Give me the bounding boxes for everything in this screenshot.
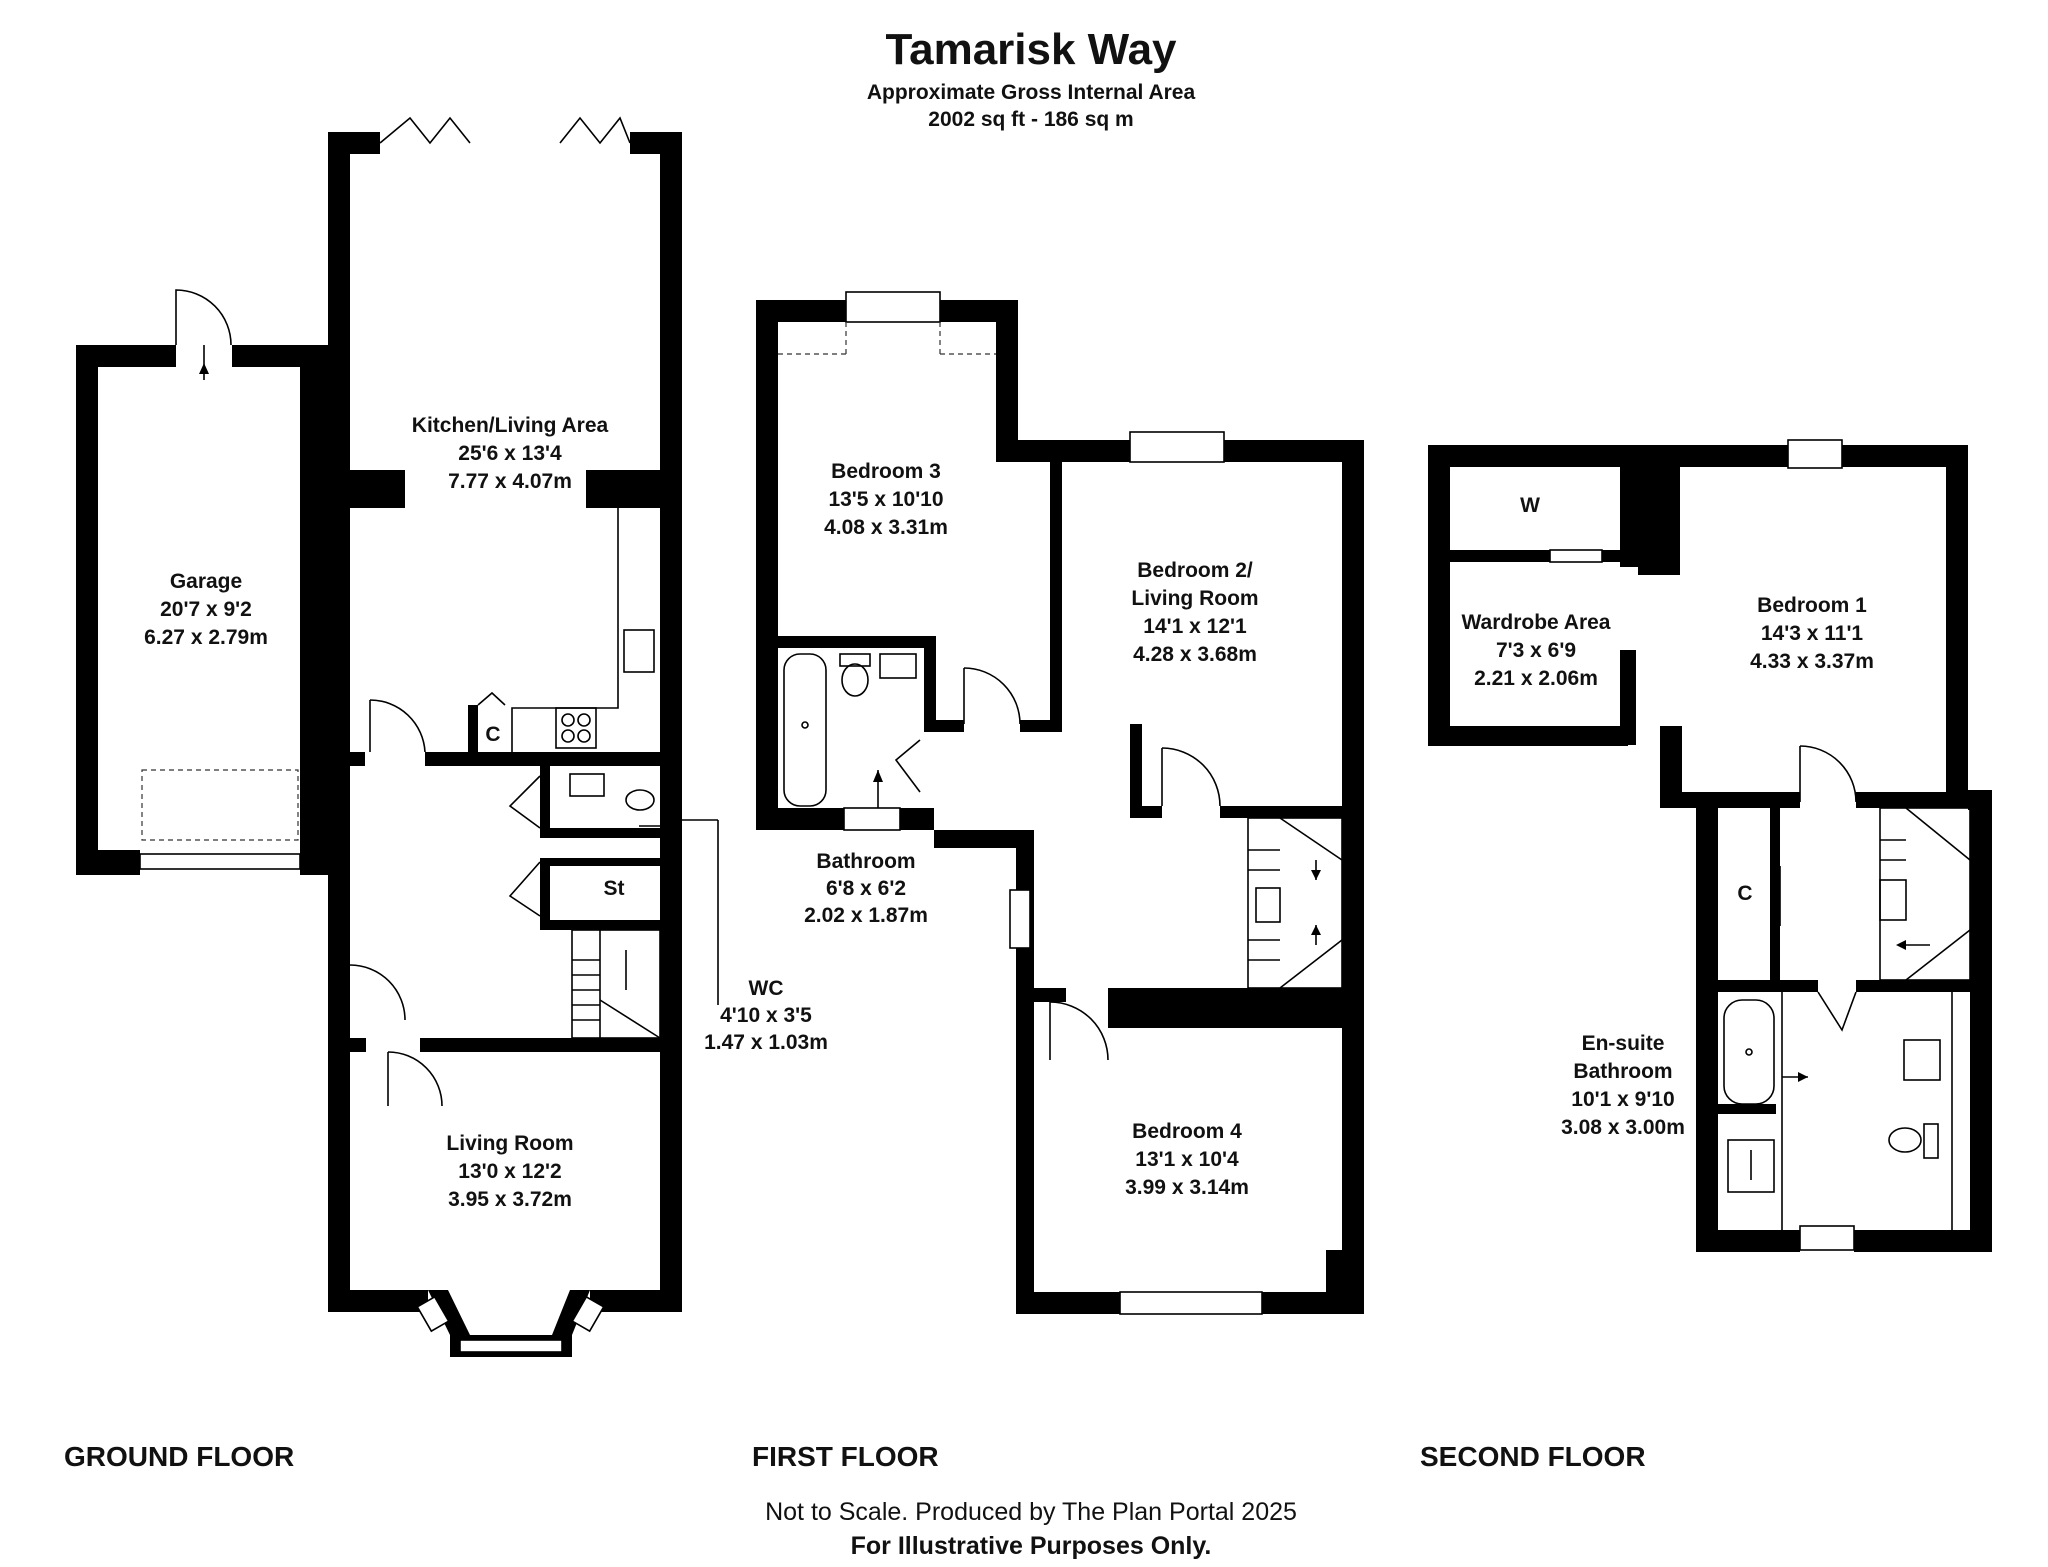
wardrobe-area-metric: 2.21 x 2.06m	[1474, 667, 1598, 690]
ground-store-label: St	[604, 877, 625, 900]
bedroom-2-imperial: 14'1 x 12'1	[1143, 615, 1247, 638]
kitchen-metric: 7.77 x 4.07m	[448, 470, 572, 493]
first-floor-plan	[756, 291, 1364, 1315]
garage-metric: 6.27 x 2.79m	[144, 626, 268, 649]
ensuite-name: En-suite	[1582, 1032, 1665, 1055]
wardrobe-area-name: Wardrobe Area	[1462, 611, 1611, 634]
kitchen-name: Kitchen/Living Area	[412, 414, 609, 437]
second-cupboard-label: C	[1737, 882, 1752, 905]
plan-area: 2002 sq ft - 186 sq m	[928, 108, 1133, 131]
footer-illustrative: For Illustrative Purposes Only.	[851, 1532, 1212, 1560]
living-room-name: Living Room	[446, 1132, 573, 1155]
footer-disclaimer: Not to Scale. Produced by The Plan Porta…	[765, 1498, 1297, 1526]
bedroom-1-name: Bedroom 1	[1757, 594, 1867, 617]
living-room-imperial: 13'0 x 12'2	[458, 1160, 561, 1183]
ensuite-metric: 3.08 x 3.00m	[1561, 1116, 1685, 1139]
wardrobe-area-imperial: 7'3 x 6'9	[1496, 639, 1576, 662]
bedroom-1-imperial: 14'3 x 11'1	[1761, 622, 1864, 645]
bedroom-2-metric: 4.28 x 3.68m	[1133, 643, 1257, 666]
ensuite-imperial: 10'1 x 9'10	[1571, 1088, 1674, 1111]
bedroom-3-metric: 4.08 x 3.31m	[824, 516, 948, 539]
bedroom-3-imperial: 13'5 x 10'10	[828, 488, 943, 511]
garage-name: Garage	[170, 570, 242, 593]
bathroom-metric: 2.02 x 1.87m	[804, 904, 928, 927]
bathroom-imperial: 6'8 x 6'2	[826, 877, 906, 900]
bathroom-name: Bathroom	[816, 850, 915, 873]
garage-imperial: 20'7 x 9'2	[160, 598, 252, 621]
plan-title: Tamarisk Way	[885, 25, 1177, 74]
wc-name: WC	[749, 977, 784, 1000]
bedroom-4-metric: 3.99 x 3.14m	[1125, 1176, 1249, 1199]
plan-subtitle: Approximate Gross Internal Area	[867, 81, 1196, 104]
bedroom-3-name: Bedroom 3	[831, 460, 941, 483]
kitchen-imperial: 25'6 x 13'4	[458, 442, 562, 465]
ensuite-name-line2: Bathroom	[1573, 1060, 1672, 1083]
first-floor-label: FIRST FLOOR	[752, 1441, 939, 1472]
living-room-metric: 3.95 x 3.72m	[448, 1188, 572, 1211]
wc-imperial: 4'10 x 3'5	[720, 1004, 812, 1027]
second-floor-label: SECOND FLOOR	[1420, 1441, 1646, 1472]
bedroom-1-metric: 4.33 x 3.37m	[1750, 650, 1874, 673]
wardrobe-label: W	[1520, 494, 1540, 517]
wc-metric: 1.47 x 1.03m	[704, 1031, 828, 1054]
bedroom-4-imperial: 13'1 x 10'4	[1135, 1148, 1239, 1171]
second-floor-plan	[1428, 439, 1992, 1252]
bedroom-2-name-line2: Living Room	[1131, 587, 1258, 610]
ground-floor-plan	[76, 116, 719, 1357]
ground-cupboard-label: C	[485, 723, 500, 746]
ground-floor-label: GROUND FLOOR	[64, 1441, 294, 1472]
bedroom-4-name: Bedroom 4	[1132, 1120, 1242, 1143]
bedroom-2-name: Bedroom 2/	[1137, 559, 1253, 582]
